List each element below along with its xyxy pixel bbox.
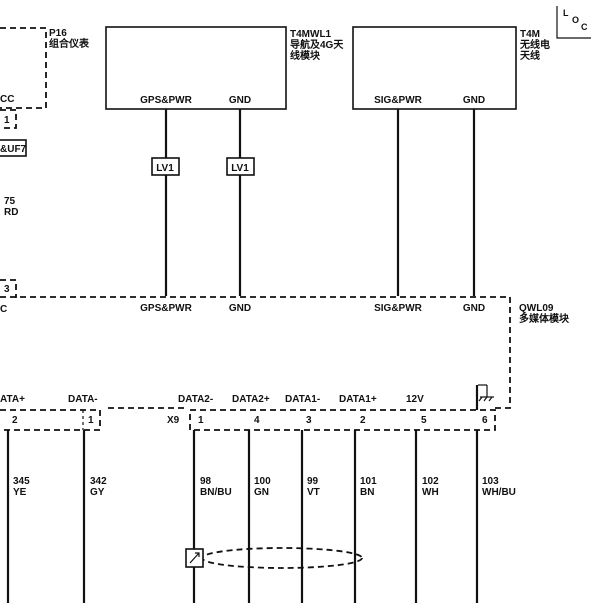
shield-ellipse	[201, 547, 363, 569]
p16-pin-label: CC	[0, 94, 14, 105]
svg-text:BN: BN	[360, 487, 374, 498]
t4m-pin-sig: SIG&PWR	[374, 95, 423, 106]
svg-text:YE: YE	[13, 487, 27, 498]
left-connector-row	[0, 409, 101, 431]
p16-bottom-label: C	[0, 304, 7, 315]
t4mwl1-box	[105, 26, 287, 110]
t4m-name-1: 无线电	[519, 38, 550, 51]
ground-icon	[478, 384, 494, 402]
qwl09-id: QWL09	[519, 303, 554, 314]
qwl09-outline-top	[0, 296, 511, 409]
svg-text:DATA-: DATA-	[68, 394, 98, 405]
svg-text:L: L	[563, 8, 569, 18]
svg-text:DATA2+: DATA2+	[232, 394, 270, 405]
svg-text:12V: 12V	[406, 394, 424, 405]
svg-text:1: 1	[88, 415, 94, 426]
svg-text:101: 101	[360, 476, 377, 487]
svg-text:99: 99	[307, 476, 319, 487]
svg-text:C: C	[581, 22, 588, 32]
p16-bottom-pin-box	[0, 279, 17, 298]
signal-data2-minus: DATA2- 1 98 BN/BU	[178, 394, 232, 603]
t4m-pin-gnd: GND	[463, 95, 485, 106]
t4mwl1-name-2: 线模块	[290, 49, 321, 62]
lv1-connector-1	[151, 157, 180, 176]
svg-text:5: 5	[421, 415, 427, 426]
qwl09-pin-sig: SIG&PWR	[374, 303, 423, 314]
svg-text:103: 103	[482, 476, 499, 487]
t4m-box	[352, 26, 517, 110]
loc-icon: L O C	[556, 6, 591, 39]
signal-data1-plus: DATA1+ 2 101 BN	[339, 394, 377, 603]
svg-text:GY: GY	[90, 487, 105, 498]
svg-text:1: 1	[198, 415, 204, 426]
svg-text:100: 100	[254, 476, 271, 487]
signal-data2-plus: DATA2+ 4 100 GN	[232, 394, 271, 603]
qwl09-name: 多媒体模块	[519, 312, 570, 325]
svg-text:102: 102	[422, 476, 439, 487]
svg-text:3: 3	[306, 415, 312, 426]
svg-text:WH: WH	[422, 487, 439, 498]
qwl09-pin-gps: GPS&PWR	[140, 303, 192, 314]
p16-bottom-num: 3	[4, 284, 10, 295]
svg-text:GN: GN	[254, 487, 269, 498]
qwl09-pin-gnd-2: GND	[463, 303, 485, 314]
t4mwl1-pin-gps: GPS&PWR	[140, 95, 192, 106]
t4mwl1-pin-gnd: GND	[229, 95, 251, 106]
p16-name: 组合仪表	[49, 37, 90, 50]
qwl09-pin-gnd-1: GND	[229, 303, 251, 314]
p16-pin-num: 1	[4, 115, 10, 126]
signal-ground: 6 103 WH/BU	[475, 385, 516, 603]
svg-text:4: 4	[254, 415, 260, 426]
svg-text:DATA2-: DATA2-	[178, 394, 213, 405]
svg-text:BN/BU: BN/BU	[200, 487, 232, 498]
p16-id: P16	[49, 28, 67, 39]
svg-text:DATA1-: DATA1-	[285, 394, 320, 405]
p16-pin-box	[0, 109, 17, 129]
p16-outline	[0, 27, 47, 109]
x9-connector-row	[189, 409, 496, 431]
signal-data-minus: DATA- 1 342 GY	[68, 394, 107, 603]
p16-wire-color: RD	[4, 207, 18, 218]
svg-text:6: 6	[482, 415, 488, 426]
lv1-label-1: LV1	[156, 163, 174, 174]
t4m-name-2: 天线	[520, 49, 540, 62]
lv1-connector-2	[226, 157, 255, 176]
t4mwl1-id: T4MWL1	[290, 29, 332, 40]
svg-text:ATA+: ATA+	[0, 394, 25, 405]
svg-text:DATA1+: DATA1+	[339, 394, 377, 405]
signal-data-plus: ATA+ 2 345 YE	[0, 394, 30, 603]
fuse-label: &UF7	[0, 144, 27, 155]
signal-12v: 12V 5 102 WH	[406, 394, 439, 603]
t4mwl1-name-1: 导航及4G天	[290, 38, 344, 51]
fuse-box	[0, 139, 27, 157]
t4m-id: T4M	[520, 29, 540, 40]
svg-text:VT: VT	[307, 487, 320, 498]
p16-wire-num: 75	[4, 196, 16, 207]
svg-text:O: O	[572, 15, 579, 25]
signal-data1-minus: DATA1- 3 99 VT	[285, 394, 320, 603]
svg-text:2: 2	[360, 415, 366, 426]
lv1-label-2: LV1	[231, 163, 249, 174]
svg-text:WH/BU: WH/BU	[482, 487, 516, 498]
svg-text:98: 98	[200, 476, 212, 487]
svg-text:2: 2	[12, 415, 18, 426]
x9-id: X9	[167, 415, 180, 426]
svg-text:342: 342	[90, 476, 107, 487]
svg-text:345: 345	[13, 476, 30, 487]
